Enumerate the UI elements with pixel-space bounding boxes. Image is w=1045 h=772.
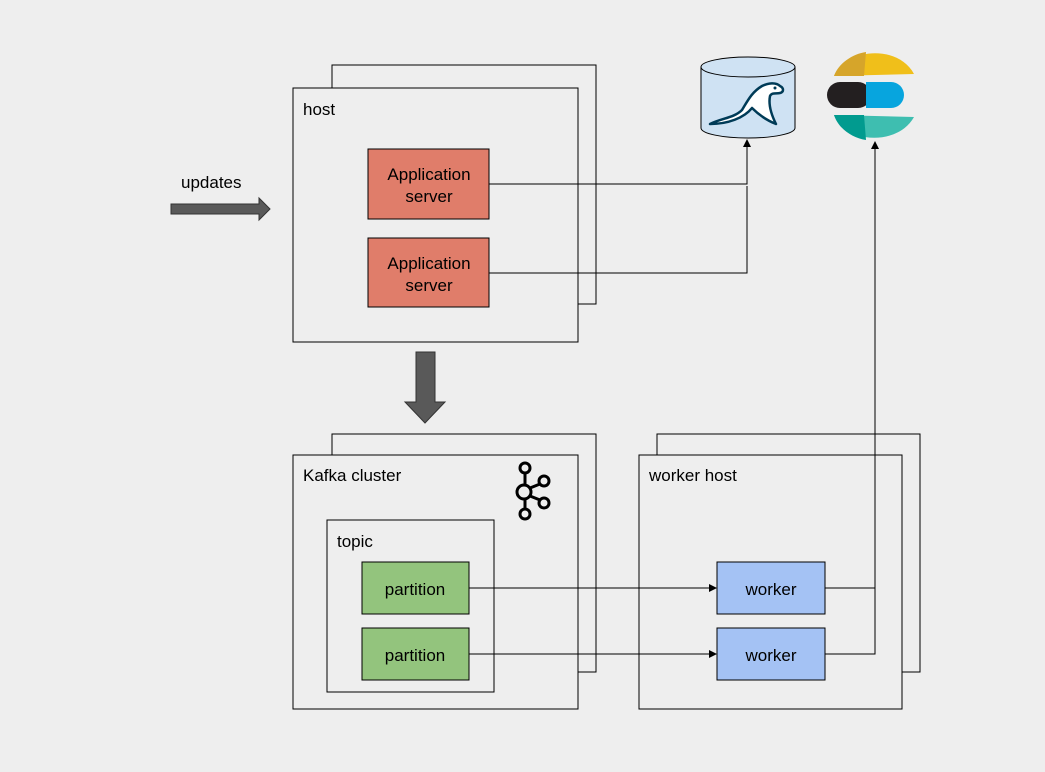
worker-1-label: worker xyxy=(744,580,796,599)
mariadb-database-icon xyxy=(700,56,796,139)
app-server-2-line-1: Application xyxy=(387,254,470,273)
app-server-1-line-2: server xyxy=(405,187,453,206)
host-back-frame xyxy=(331,64,597,305)
worker-host-label: worker host xyxy=(648,466,737,485)
app-server-2: Application server xyxy=(367,237,490,308)
kafka-logo-icon xyxy=(515,461,551,521)
worker-2-label: worker xyxy=(744,646,796,665)
partition-1-label: partition xyxy=(385,580,445,599)
partition-2: partition xyxy=(361,627,470,681)
partition-1: partition xyxy=(361,561,470,615)
worker-host-back-frame xyxy=(656,433,921,673)
worker-1: worker xyxy=(716,561,826,615)
worker-2: worker xyxy=(716,627,826,681)
host-label: host xyxy=(303,100,335,119)
worker-2-to-elastic-line xyxy=(825,588,876,655)
topic-label: topic xyxy=(337,532,373,551)
elasticsearch-logo-icon xyxy=(827,52,914,140)
app-server-2-to-db-line xyxy=(489,186,748,274)
updates-arrow xyxy=(170,196,271,222)
app-server-1-line-1: Application xyxy=(387,165,470,184)
host-to-kafka-arrow xyxy=(403,351,447,424)
partition-2-label: partition xyxy=(385,646,445,665)
kafka-back-frame xyxy=(331,433,597,673)
app-server-1: Application server xyxy=(367,148,490,220)
updates-label: updates xyxy=(181,173,242,192)
app-server-1-to-db-line xyxy=(489,139,751,185)
app-server-2-line-2: server xyxy=(405,276,453,295)
kafka-cluster-label: Kafka cluster xyxy=(303,466,402,485)
